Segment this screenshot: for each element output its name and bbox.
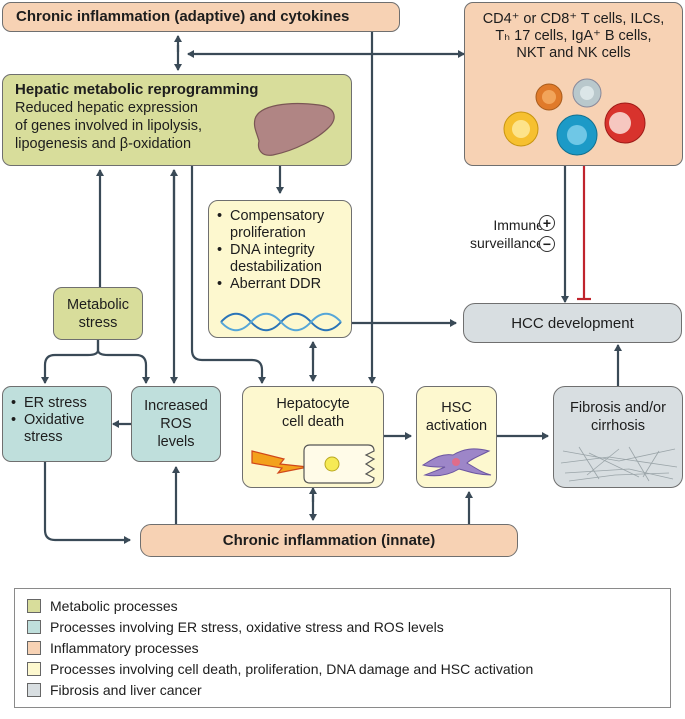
legend-label: Inflammatory processes bbox=[50, 640, 199, 656]
legend-label: Processes involving cell death, prolifer… bbox=[50, 661, 534, 677]
hsc-activation-box: HSC activation bbox=[416, 386, 497, 488]
plus-symbol: + bbox=[539, 215, 555, 231]
fibrosis-texture-icon bbox=[560, 446, 678, 482]
immune-cells-illustration bbox=[503, 78, 646, 156]
metabolic-stress-box: Metabolic stress bbox=[53, 287, 143, 340]
fibrosis-box: Fibrosis and/or cirrhosis bbox=[553, 386, 683, 488]
hcc-development-box: HCC development bbox=[463, 303, 682, 343]
hepatic-reprogramming-box: Hepatic metabolic reprogramming Reduced … bbox=[2, 74, 352, 166]
hepatic-body-line-1: Reduced hepatic expression bbox=[15, 100, 198, 116]
legend-swatch bbox=[27, 599, 41, 613]
compensatory-item-3: Aberrant DDR bbox=[217, 276, 343, 293]
ros-box: Increased ROS levels bbox=[131, 386, 221, 462]
ros-line-2: ROS bbox=[160, 416, 192, 432]
legend-item: Inflammatory processes bbox=[27, 640, 199, 656]
legend-item: Processes involving ER stress, oxidative… bbox=[27, 619, 444, 635]
hsc-line-1: HSC bbox=[441, 400, 472, 416]
arrow-metabolic-er bbox=[41, 340, 100, 384]
arrow-hepatic-hepatocyte bbox=[190, 166, 266, 384]
legend-label: Metabolic processes bbox=[50, 598, 178, 614]
arrow-metabolic-ros bbox=[96, 340, 150, 384]
legend-item: Processes involving cell death, prolifer… bbox=[27, 661, 533, 677]
hepatic-body-line-2: of genes involved in lipolysis, bbox=[15, 118, 202, 134]
stellate-cell-icon bbox=[421, 448, 492, 477]
ros-line-1: Increased bbox=[144, 398, 208, 414]
legend-swatch bbox=[27, 641, 41, 655]
hepatic-body-line-3: lipogenesis and β-oxidation bbox=[15, 136, 192, 152]
legend-swatch bbox=[27, 620, 41, 634]
hepatocyte-line-2: cell death bbox=[281, 414, 345, 430]
arrow-er-innate bbox=[43, 462, 131, 544]
immune-cells-line-3: NKT and NK cells bbox=[516, 45, 631, 61]
er-stress-box: ER stress Oxidative stress bbox=[2, 386, 112, 462]
adaptive-inflammation-box: Chronic inflammation (adaptive) and cyto… bbox=[2, 2, 400, 32]
er-stress-list: ER stress Oxidative stress bbox=[11, 395, 103, 446]
immune-label-line-1: Immune bbox=[493, 217, 544, 233]
hsc-line-2: activation bbox=[425, 418, 488, 434]
legend-label: Processes involving ER stress, oxidative… bbox=[50, 619, 444, 635]
cell-death-icon bbox=[251, 444, 376, 484]
adaptive-inflammation-label: Chronic inflammation (adaptive) and cyto… bbox=[16, 8, 350, 25]
fibrosis-line-2: cirrhosis bbox=[591, 418, 645, 434]
legend-item: Metabolic processes bbox=[27, 598, 178, 614]
metabolic-stress-line-1: Metabolic bbox=[66, 296, 130, 313]
minus-symbol: − bbox=[539, 236, 555, 252]
hepatocyte-line-1: Hepatocyte bbox=[276, 396, 350, 412]
dna-helix-icon bbox=[220, 312, 342, 332]
immune-cells-text: CD4⁺ or CD8⁺ T cells, ILCs, Tₕ 17 cells,… bbox=[465, 11, 682, 62]
er-stress-item-2: Oxidative stress bbox=[11, 412, 103, 446]
metabolic-stress-line-2: stress bbox=[78, 314, 118, 331]
legend-item: Fibrosis and liver cancer bbox=[27, 682, 202, 698]
immune-surveillance-label: Immune surveillance bbox=[470, 216, 544, 252]
hepatic-reprogramming-title: Hepatic metabolic reprogramming bbox=[15, 81, 259, 98]
connector-arrows bbox=[41, 32, 622, 544]
innate-inflammation-label: Chronic inflammation (innate) bbox=[222, 531, 436, 549]
compensatory-item-1: Compensatory proliferation bbox=[217, 208, 343, 242]
liver-icon bbox=[253, 102, 335, 156]
innate-inflammation-box: Chronic inflammation (innate) bbox=[140, 524, 518, 557]
hcc-development-label: HCC development bbox=[511, 314, 634, 332]
immune-label-line-2: surveillance bbox=[470, 235, 544, 251]
immune-cells-line-2: Tₕ 17 cells, IgA⁺ B cells, bbox=[495, 28, 652, 44]
compensatory-list: Compensatory proliferation DNA integrity… bbox=[217, 208, 343, 293]
immune-cells-line-1: CD4⁺ or CD8⁺ T cells, ILCs, bbox=[482, 11, 665, 27]
fibrosis-line-1: Fibrosis and/or bbox=[570, 400, 666, 416]
legend-label: Fibrosis and liver cancer bbox=[50, 682, 202, 698]
hepatocyte-death-box: Hepatocyte cell death bbox=[242, 386, 384, 488]
hepatic-reprogramming-body: Reduced hepatic expression of genes invo… bbox=[15, 99, 339, 153]
legend-swatch bbox=[27, 683, 41, 697]
er-stress-item-1: ER stress bbox=[11, 395, 103, 412]
compensatory-item-2: DNA integrity destabilization bbox=[217, 242, 343, 276]
legend-swatch bbox=[27, 662, 41, 676]
compensatory-box: Compensatory proliferation DNA integrity… bbox=[208, 200, 352, 338]
ros-line-3: levels bbox=[157, 434, 195, 450]
immune-cells-box: CD4⁺ or CD8⁺ T cells, ILCs, Tₕ 17 cells,… bbox=[464, 2, 683, 166]
